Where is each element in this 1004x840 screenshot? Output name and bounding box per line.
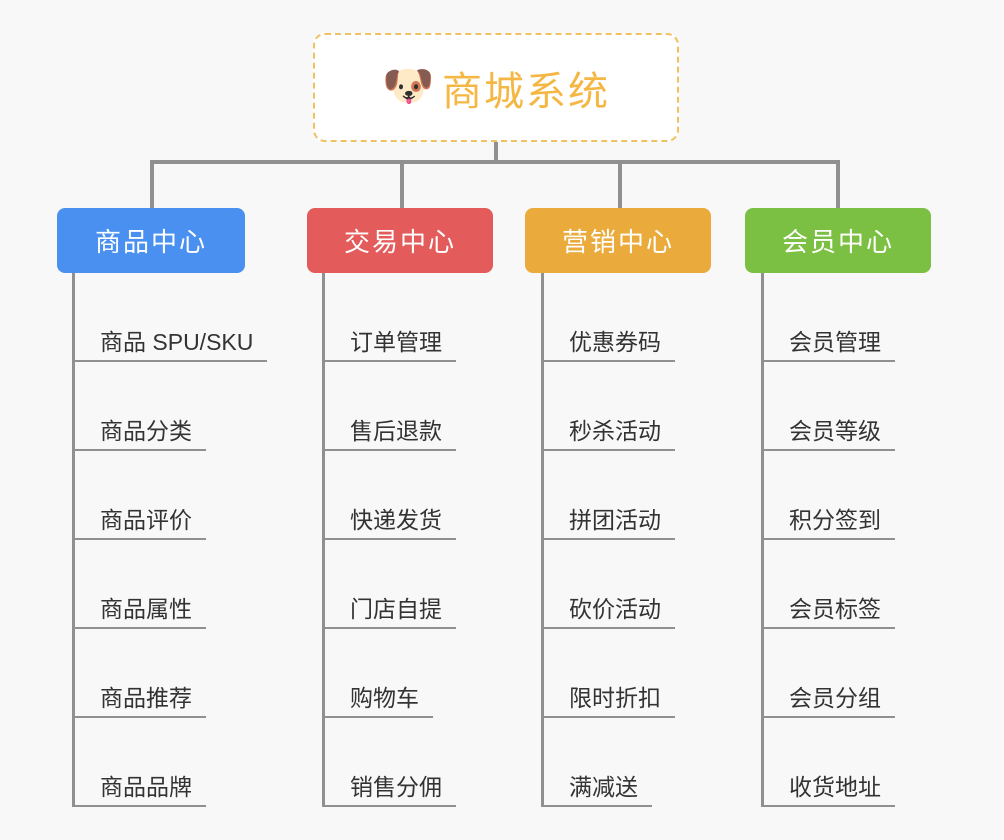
leaf-node[interactable]: 满减送 bbox=[541, 718, 652, 807]
leaf-label: 满减送 bbox=[541, 774, 652, 807]
leaf-node[interactable]: 秒杀活动 bbox=[541, 362, 675, 451]
branch-bus-connector bbox=[150, 160, 840, 164]
leaf-label: 会员分组 bbox=[761, 685, 895, 718]
leaf-node[interactable]: 门店自提 bbox=[322, 540, 456, 629]
leaf-node[interactable]: 优惠券码 bbox=[541, 273, 675, 362]
branch-node-4[interactable]: 会员中心 bbox=[745, 208, 931, 273]
leaf-label: 快递发货 bbox=[322, 507, 456, 540]
leaf-label: 商品 SPU/SKU bbox=[72, 329, 268, 362]
leaf-node[interactable]: 会员标签 bbox=[761, 540, 895, 629]
dog-face-icon: 🐶 bbox=[382, 61, 435, 109]
leaf-label: 购物车 bbox=[322, 685, 433, 718]
leaf-spine-connector bbox=[541, 273, 544, 807]
branch-drop-connector-3 bbox=[618, 160, 622, 208]
branch-node-3[interactable]: 营销中心 bbox=[525, 208, 711, 273]
leaf-node[interactable]: 砍价活动 bbox=[541, 540, 675, 629]
root-node[interactable]: 🐶 商城系统 bbox=[313, 33, 679, 142]
leaf-spine-connector bbox=[761, 273, 764, 807]
leaf-label: 商品品牌 bbox=[72, 774, 206, 807]
leaf-label: 销售分佣 bbox=[322, 774, 456, 807]
leaf-label: 商品属性 bbox=[72, 596, 206, 629]
leaf-node[interactable]: 商品属性 bbox=[72, 540, 206, 629]
leaf-node[interactable]: 拼团活动 bbox=[541, 451, 675, 540]
leaf-label: 商品推荐 bbox=[72, 685, 206, 718]
root-title: 商城系统 bbox=[442, 69, 610, 114]
branch-label-4: 会员中心 bbox=[781, 227, 894, 257]
leaf-node[interactable]: 会员分组 bbox=[761, 629, 895, 718]
branch-node-2[interactable]: 交易中心 bbox=[307, 208, 493, 273]
leaf-label: 门店自提 bbox=[322, 596, 456, 629]
leaf-node[interactable]: 商品品牌 bbox=[72, 718, 206, 807]
leaf-label: 积分签到 bbox=[761, 507, 895, 540]
leaf-node[interactable]: 商品 SPU/SKU bbox=[72, 273, 268, 362]
leaf-node[interactable]: 积分签到 bbox=[761, 451, 895, 540]
leaf-node[interactable]: 购物车 bbox=[322, 629, 433, 718]
leaf-node[interactable]: 限时折扣 bbox=[541, 629, 675, 718]
branch-drop-connector-2 bbox=[400, 160, 404, 208]
leaf-label: 会员等级 bbox=[761, 418, 895, 451]
leaf-label: 会员标签 bbox=[761, 596, 895, 629]
leaf-node[interactable]: 快递发货 bbox=[322, 451, 456, 540]
leaf-label: 商品分类 bbox=[72, 418, 206, 451]
leaf-node[interactable]: 收货地址 bbox=[761, 718, 895, 807]
branch-label-2: 交易中心 bbox=[343, 227, 456, 257]
root-stub-connector bbox=[494, 142, 498, 163]
branch-drop-connector-1 bbox=[150, 160, 154, 208]
branch-label-3: 营销中心 bbox=[561, 227, 674, 257]
leaf-label: 秒杀活动 bbox=[541, 418, 675, 451]
leaf-node[interactable]: 售后退款 bbox=[322, 362, 456, 451]
leaf-node[interactable]: 订单管理 bbox=[322, 273, 456, 362]
leaf-node[interactable]: 商品分类 bbox=[72, 362, 206, 451]
leaf-label: 商品评价 bbox=[72, 507, 206, 540]
leaf-label: 拼团活动 bbox=[541, 507, 675, 540]
leaf-node[interactable]: 商品推荐 bbox=[72, 629, 206, 718]
leaf-spine-connector bbox=[322, 273, 325, 807]
leaf-label: 优惠券码 bbox=[541, 329, 675, 362]
branch-drop-connector-4 bbox=[836, 160, 840, 208]
leaf-label: 限时折扣 bbox=[541, 685, 675, 718]
leaf-label: 会员管理 bbox=[761, 329, 895, 362]
branch-label-1: 商品中心 bbox=[94, 227, 207, 257]
leaf-spine-connector bbox=[72, 273, 75, 807]
leaf-node[interactable]: 会员等级 bbox=[761, 362, 895, 451]
leaf-label: 订单管理 bbox=[322, 329, 456, 362]
leaf-node[interactable]: 商品评价 bbox=[72, 451, 206, 540]
leaf-label: 收货地址 bbox=[761, 774, 895, 807]
branch-node-1[interactable]: 商品中心 bbox=[57, 208, 245, 273]
leaf-label: 售后退款 bbox=[322, 418, 456, 451]
leaf-node[interactable]: 会员管理 bbox=[761, 273, 895, 362]
leaf-node[interactable]: 销售分佣 bbox=[322, 718, 456, 807]
leaf-label: 砍价活动 bbox=[541, 596, 675, 629]
